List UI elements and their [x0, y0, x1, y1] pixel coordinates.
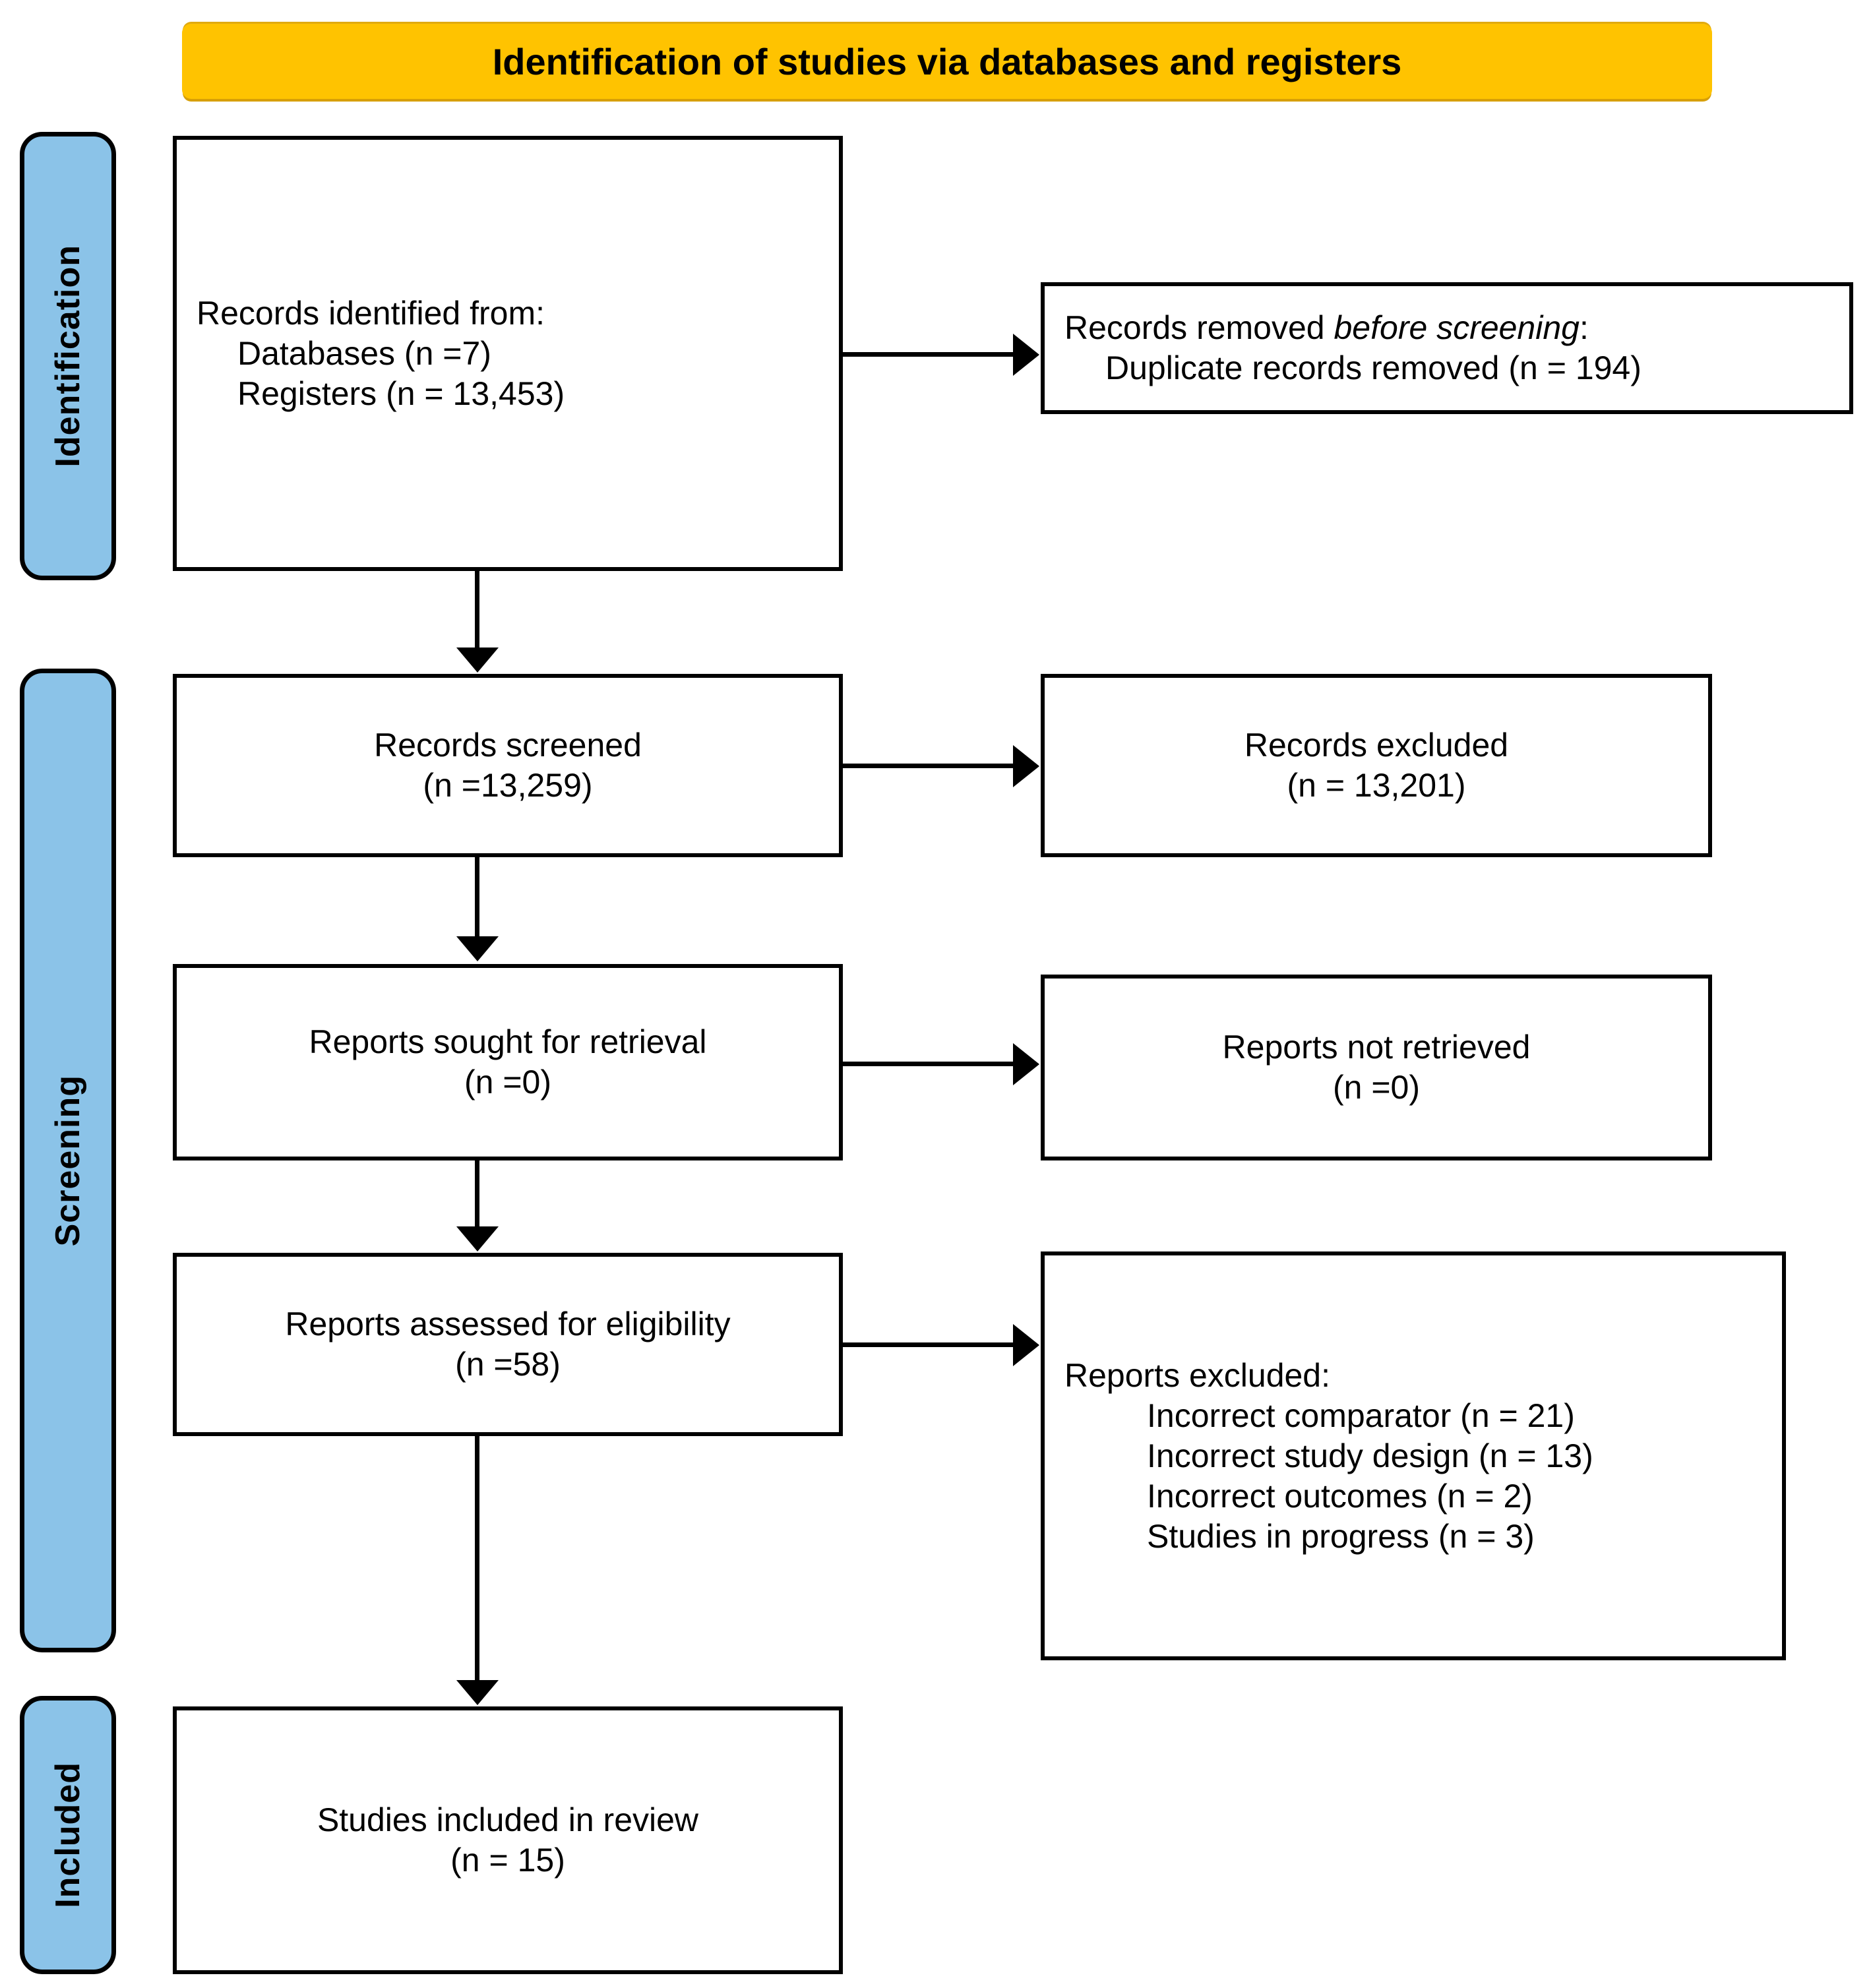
stage-tab-included: Included: [20, 1696, 116, 1974]
node-line: (n = 15): [450, 1842, 565, 1879]
node-line: (n =58): [455, 1346, 561, 1383]
node-line: Records identified from:: [197, 294, 545, 332]
node-line: (n =0): [1332, 1069, 1420, 1106]
node-records-excluded: Records excluded (n = 13,201): [1041, 674, 1712, 857]
node-line: Registers (n = 13,453): [237, 375, 565, 412]
node-line-pre: Records removed: [1064, 309, 1334, 346]
node-records-screened: Records screened (n =13,259): [173, 674, 843, 857]
node-line: Records excluded: [1244, 727, 1509, 764]
page-title: Identification of studies via databases …: [492, 40, 1402, 82]
node-reports-not-retrieved: Reports not retrieved (n =0): [1041, 975, 1712, 1160]
arrow-down-icon: [475, 571, 479, 650]
node-line: Reports sought for retrieval: [309, 1023, 707, 1060]
node-records-removed: Records removed before screening: Duplic…: [1041, 282, 1853, 414]
node-reports-excluded: Reports excluded: Incorrect comparator (…: [1041, 1251, 1786, 1660]
node-line: Duplicate records removed (n = 194): [1105, 349, 1642, 386]
node-line: Studies included in review: [317, 1801, 699, 1838]
node-records-identified: Records identified from: Databases (n =7…: [173, 136, 843, 571]
node-line: Reports assessed for eligibility: [285, 1306, 731, 1342]
node-line: Records screened: [374, 727, 642, 764]
stage-label-identification: Identification: [49, 245, 87, 467]
arrow-right-icon: [843, 352, 1016, 357]
node-studies-included: Studies included in review (n = 15): [173, 1706, 843, 1974]
node-line: Incorrect study design (n = 13): [1147, 1437, 1593, 1474]
diagram-header-banner: Identification of studies via databases …: [182, 24, 1712, 99]
arrow-down-icon: [475, 857, 479, 939]
node-line: Reports excluded:: [1064, 1356, 1331, 1394]
arrow-right-icon: [843, 1062, 1016, 1066]
node-line: Reports not retrieved: [1222, 1029, 1531, 1066]
node-line: (n = 13,201): [1287, 767, 1466, 804]
node-line-emphasis: before screening: [1334, 309, 1580, 346]
arrow-right-icon: [843, 764, 1016, 768]
arrow-down-icon: [475, 1436, 479, 1683]
stage-tab-screening: Screening: [20, 669, 116, 1652]
stage-tab-identification: Identification: [20, 132, 116, 580]
arrow-right-icon: [843, 1342, 1016, 1347]
stage-label-screening: Screening: [49, 1074, 87, 1247]
node-line: Records removed before screening:: [1064, 308, 1829, 348]
stage-label-included: Included: [49, 1762, 87, 1908]
node-reports-assessed-eligibility: Reports assessed for eligibility (n =58): [173, 1253, 843, 1436]
node-line: Incorrect comparator (n = 21): [1147, 1397, 1575, 1434]
arrow-down-icon: [475, 1160, 479, 1229]
node-line: Incorrect outcomes (n = 2): [1147, 1477, 1533, 1515]
node-line: Studies in progress (n = 3): [1147, 1517, 1535, 1555]
node-reports-sought: Reports sought for retrieval (n =0): [173, 964, 843, 1160]
node-line: (n =13,259): [423, 767, 593, 804]
node-line: Databases (n =7): [237, 334, 491, 372]
node-line-post: :: [1579, 309, 1589, 346]
node-line: (n =0): [464, 1064, 551, 1100]
